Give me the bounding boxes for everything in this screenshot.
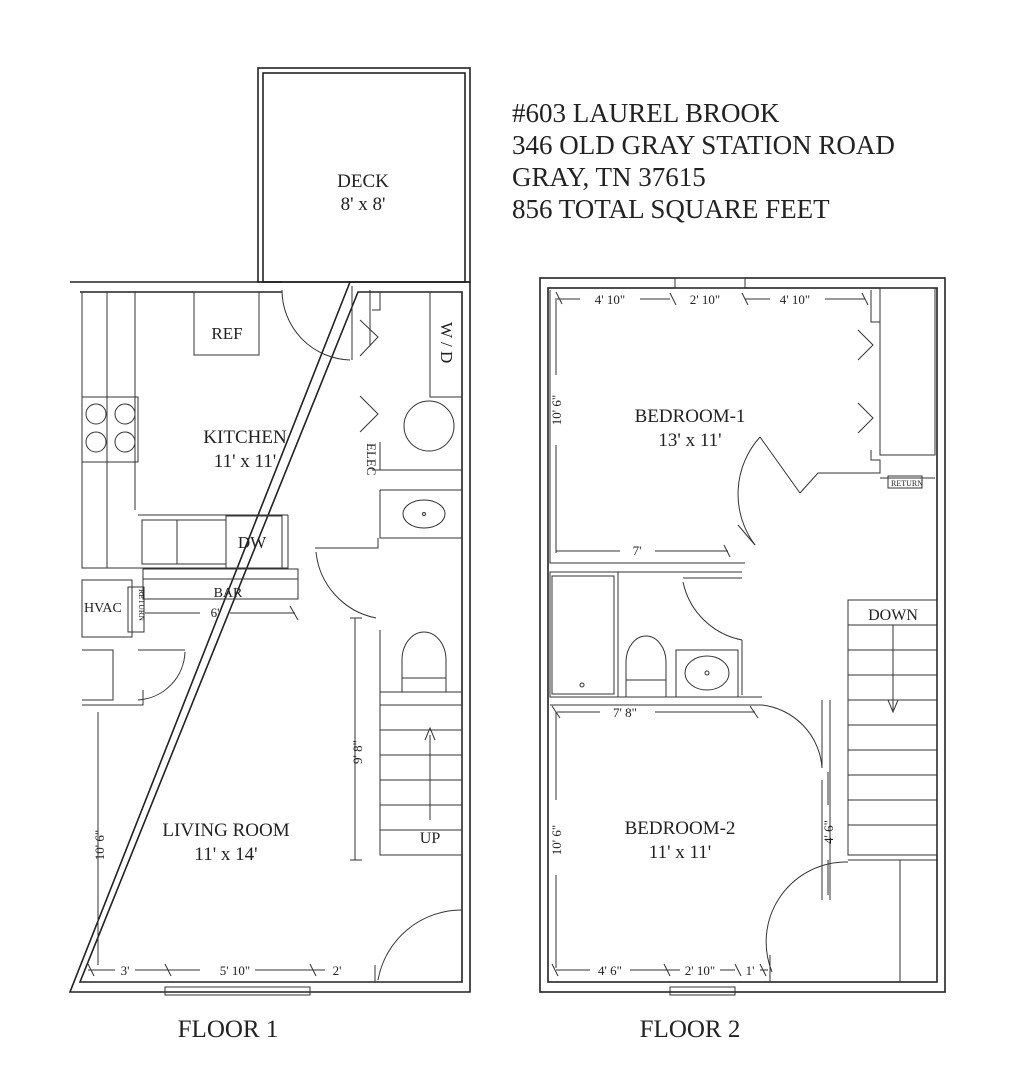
title-line-2: 346 OLD GRAY STATION ROAD [512, 130, 895, 160]
floor-2-label: FLOOR 2 [640, 1016, 741, 1043]
bedroom-1-label: BEDROOM-1 [635, 406, 746, 427]
b1-bottom-dimension: 7' [633, 543, 642, 558]
bottom-dimension-c: 2' [333, 963, 342, 978]
living-room-size: 11' x 14' [194, 844, 257, 865]
deck-size: 8' x 8' [341, 194, 386, 215]
title-line-4: 856 TOTAL SQUARE FEET [512, 194, 830, 224]
stairs-down-label: DOWN [868, 607, 918, 624]
floor-1-label: FLOOR 1 [178, 1016, 279, 1043]
hvac-label: HVAC [84, 601, 122, 616]
deck: DECK 8' x 8' [257, 67, 471, 283]
b2-top-dimension: 7' 8" [613, 705, 637, 720]
living-room-label: LIVING ROOM [162, 820, 289, 841]
title-line-1: #603 LAUREL BROOK [512, 98, 780, 128]
b1-top-dimension-a: 4' 10" [595, 292, 625, 307]
dishwasher-label: DW [238, 533, 267, 552]
bar-label: BAR [214, 586, 243, 601]
stair-length-dimension: 9' 8" [350, 740, 365, 764]
washer-dryer-label: W / D [437, 322, 456, 363]
b1-left-dimension: 10' 6" [549, 395, 564, 425]
b2-bottom-dimension-b: 2' 10" [685, 963, 715, 978]
electrical-label: ELEC [364, 443, 379, 476]
deck-label: DECK [337, 171, 389, 192]
refrigerator-label: REF [211, 324, 242, 343]
bedroom-1-size: 13' x 11' [658, 430, 721, 451]
bottom-dimension-a: 3' [121, 963, 130, 978]
title-block: #603 LAUREL BROOK 346 OLD GRAY STATION R… [512, 98, 895, 224]
b2-right-dimension: 4' 6" [821, 820, 836, 844]
b1-top-dimension-b: 2' 10" [690, 292, 720, 307]
bottom-dimension-b: 5' 10" [220, 963, 250, 978]
stairs-up-label: UP [420, 830, 441, 847]
b1-top-dimension-c: 4' 10" [780, 292, 810, 307]
kitchen-size: 11' x 11' [214, 451, 276, 472]
return-vent-label-2: RETURN [891, 479, 923, 488]
b2-bottom-dimension-c: 1' [746, 963, 755, 978]
bedroom-2-size: 11' x 11' [649, 842, 711, 863]
b2-bottom-dimension-a: 4' 6" [598, 963, 622, 978]
b2-left-dimension: 10' 6" [549, 825, 564, 855]
bar-dimension: 6' [211, 605, 220, 620]
floor-1: DECK 8' x 8' DW REF BAR 6' HVAC RETURN W… [68, 67, 471, 1043]
kitchen-label: KITCHEN [203, 427, 287, 448]
bedroom-2-label: BEDROOM-2 [625, 818, 736, 839]
living-left-dimension: 10' 6" [92, 830, 107, 860]
return-vent-label: RETURN [137, 589, 146, 621]
title-line-3: GRAY, TN 37615 [512, 162, 706, 192]
floor-2: RETURN 4' 10" 2' 10" 4' 10" 10' 6" 7' BE… [539, 277, 946, 1043]
